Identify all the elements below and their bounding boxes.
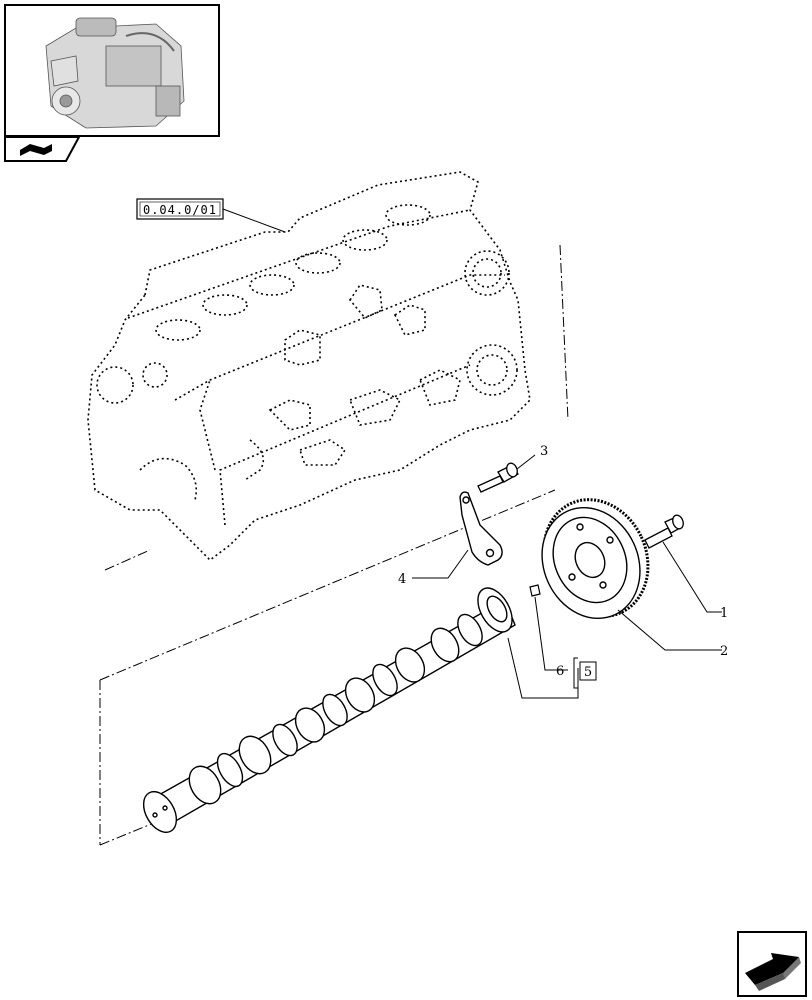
engine-thumbnail-icon <box>45 17 185 129</box>
callout-3: 3 <box>540 444 548 459</box>
callout-5: 5 <box>584 665 592 680</box>
callout-2: 2 <box>720 644 728 659</box>
bolt-part-3 <box>477 454 536 493</box>
next-page-arrow-icon[interactable] <box>737 931 807 997</box>
callout-4: 4 <box>398 572 406 587</box>
callout-1: 1 <box>720 606 728 621</box>
bolt-part-1 <box>644 514 722 613</box>
bracket-part-4 <box>412 491 503 579</box>
engine-thumbnail <box>4 4 220 137</box>
callout-5-box[interactable]: 5 <box>573 657 597 689</box>
engine-block <box>87 171 531 562</box>
gear-part-2 <box>541 498 722 651</box>
book-tab-icon[interactable] <box>4 136 80 162</box>
callout-6: 6 <box>556 664 564 679</box>
pin-part-6 <box>529 584 568 671</box>
reference-box[interactable]: 0.04.0/01 <box>136 198 286 233</box>
reference-label: 0.04.0/01 <box>143 203 217 217</box>
camshaft-part-5 <box>142 587 579 833</box>
